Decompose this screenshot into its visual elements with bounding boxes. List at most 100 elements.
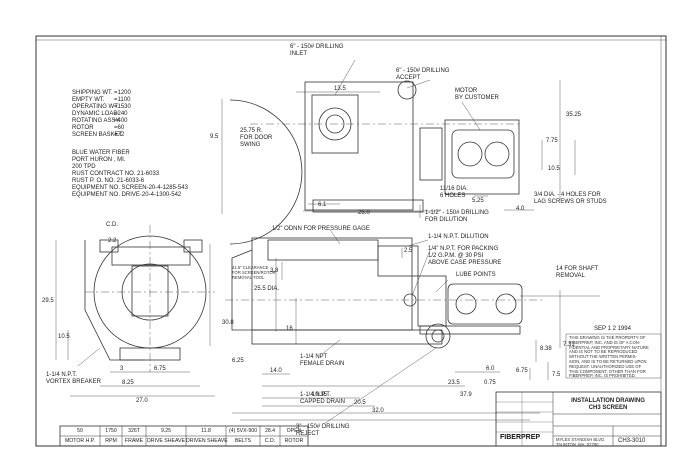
rotor-header: ROTOR (284, 438, 304, 444)
frame-value: 326T (128, 428, 140, 434)
side-dim-7-5: 7.5 (552, 372, 561, 378)
weight-label: ROTATING ASSY. (72, 118, 121, 124)
weight-line: ROTATING ASSY. =400 (72, 118, 131, 125)
motor-body (451, 129, 515, 179)
pressure-gage-label: 1/2" ODNN FOR PRESSURE GAGE (272, 226, 370, 232)
end-dim-10-5: 10.5 (58, 334, 70, 340)
dilution-label: 1-1/2" - 150# DRILLING FOR DILUTION (425, 210, 489, 223)
clearance-label: 41.5" CLEARANCE FOR SCREEN/ROTOR REMOVAL… (232, 265, 276, 280)
leader-packing (411, 249, 431, 297)
side-dim-25-5: 25.5 DIA. (254, 286, 280, 292)
inlet-label: 6" - 150# DRILLING INLET (290, 44, 344, 57)
driven-sheave-value: 11.8 (201, 428, 211, 434)
side-dim-0-75: 0.75 (484, 380, 496, 386)
weights-block: SHIPPING WT. =1200 EMPTY WT. =1100 OPERA… (72, 90, 131, 139)
capped-drain-label: 1-1/4 N.P.T. CAPPED DRAIN (300, 392, 346, 405)
driven-sheave-header: DRIVEN SHEAVE (186, 438, 228, 444)
weight-value: =60 (114, 125, 125, 131)
side-dim-10-35: 10.35 (312, 392, 328, 398)
side-motor-pulley (455, 293, 477, 315)
customer-block: BLUE WATER FIBER PORT HURON , MI. 200 TP… (72, 150, 188, 199)
weight-value: =72 (114, 132, 125, 138)
weight-line: EMPTY WT. =1100 (72, 97, 131, 104)
plan-view (221, 59, 576, 245)
side-dim-37-9: 37.9 (460, 392, 472, 398)
side-dim-6-25: 6.25 (232, 358, 244, 364)
weight-line: ROTOR =60 (72, 125, 131, 132)
reject-label: 3" - 150# DRILLING REJECT (296, 424, 350, 437)
side-dilution-box (377, 245, 419, 277)
end-top-frame (111, 246, 191, 266)
side-dim-7-31: 7.31 (563, 342, 575, 348)
end-dim-8-25: 8.25 (122, 380, 134, 386)
shaft-removal-label: 14 FOR SHAFT REMOVAL (556, 266, 599, 279)
sheet-border (35, 35, 667, 447)
side-dim-23-5: 23.5 (448, 380, 460, 386)
weight-label: SCREEN BASKET (72, 132, 123, 138)
drawing-number: CH3-3010 (618, 438, 646, 444)
weight-line: OPERATING WT. =1530 (72, 104, 131, 111)
property-note: THIS DRAWING IS THE PROPERTY OF FIBERPRE… (569, 335, 649, 379)
side-dim-2-5: 2.5 (404, 248, 413, 254)
side-top-box (267, 239, 379, 261)
rotor-value: OPEN (286, 428, 302, 434)
weight-value: =1530 (114, 104, 131, 110)
motor-endbell (457, 141, 483, 167)
dilution-npt-label: 1-1/4 N.P.T. DILUTION (428, 234, 489, 240)
accept-label: 6" - 150# DRILLING ACCEPT (396, 68, 450, 81)
motor-base (444, 119, 520, 195)
dim-6-1-text: 6.1 (318, 202, 327, 208)
customer-line: BLUE WATER FIBER (72, 150, 130, 156)
side-dim-16: 16 (286, 326, 293, 332)
end-view (55, 225, 215, 397)
door-swing-label: 25.75 R. FOR DOOR SWING (240, 128, 273, 148)
coupling-guard (419, 127, 443, 181)
end-housing-left (84, 240, 145, 361)
end-dim-3: 3 (120, 366, 124, 372)
frame-header: FRAME (124, 438, 144, 444)
leader-lube (435, 279, 449, 293)
belts-value: (4) 5VX-900 (229, 428, 257, 434)
dim-5-25-text: 5.25 (472, 198, 484, 204)
side-dim-8-38: 8.38 (540, 346, 552, 352)
dim-13-5-text: 13.5 (334, 86, 346, 92)
side-dim-3-8: 3.8 (270, 268, 279, 274)
cd-header: C.D. (264, 438, 276, 444)
leader-inlet (334, 59, 356, 96)
lube-points-label: LUBE POINTS (456, 272, 496, 278)
accept-flange (397, 80, 417, 100)
plan-housing (304, 81, 414, 211)
female-drain-label: 1-1/4 NPT FEMALE DRAIN (300, 354, 345, 367)
company-logo: FIBERPREP (500, 434, 541, 441)
title-block (495, 391, 662, 447)
reject-flange (425, 323, 451, 349)
weight-line: DYNAMIC LOAD =240 (72, 111, 131, 118)
rpm-value: 1750 (105, 428, 117, 434)
company-address: MYLES STANDISH BLVD. TAUNTON, MA. 02780 (556, 437, 606, 447)
weight-value: =240 (114, 111, 128, 117)
side-motor-fan (495, 293, 517, 315)
weight-label: SHIPPING WT. (72, 90, 113, 96)
end-outlet-nozzle (183, 239, 203, 253)
weight-value: =1100 (114, 97, 131, 103)
door-swing-arc (229, 99, 303, 245)
motor-label: MOTOR BY CUSTOMER (455, 88, 499, 101)
customer-line: RUST CONTRACT NO. 21-6033 (72, 171, 160, 177)
dim-7-75-text: 7.75 (546, 138, 558, 144)
weight-label: EMPTY WT. (72, 97, 105, 103)
weight-line: SCREEN BASKET =72 (72, 132, 131, 139)
received-stamp: SEP 1 2 1994 (594, 326, 631, 332)
side-motor (447, 283, 523, 325)
leader-motor (461, 101, 481, 131)
leader-gage (329, 229, 341, 245)
belts-header: BELTS (234, 438, 252, 444)
drive-sheave-header: DRIVE SHEAVE (147, 438, 185, 444)
side-dim-6-75: 6.75 (516, 368, 528, 374)
weight-label: OPERATING WT. (72, 104, 119, 110)
note-box (565, 333, 662, 379)
cd-value: 28.4 (264, 428, 276, 434)
leader-reject (323, 347, 437, 425)
side-dim-14-0: 14.0 (270, 368, 282, 374)
